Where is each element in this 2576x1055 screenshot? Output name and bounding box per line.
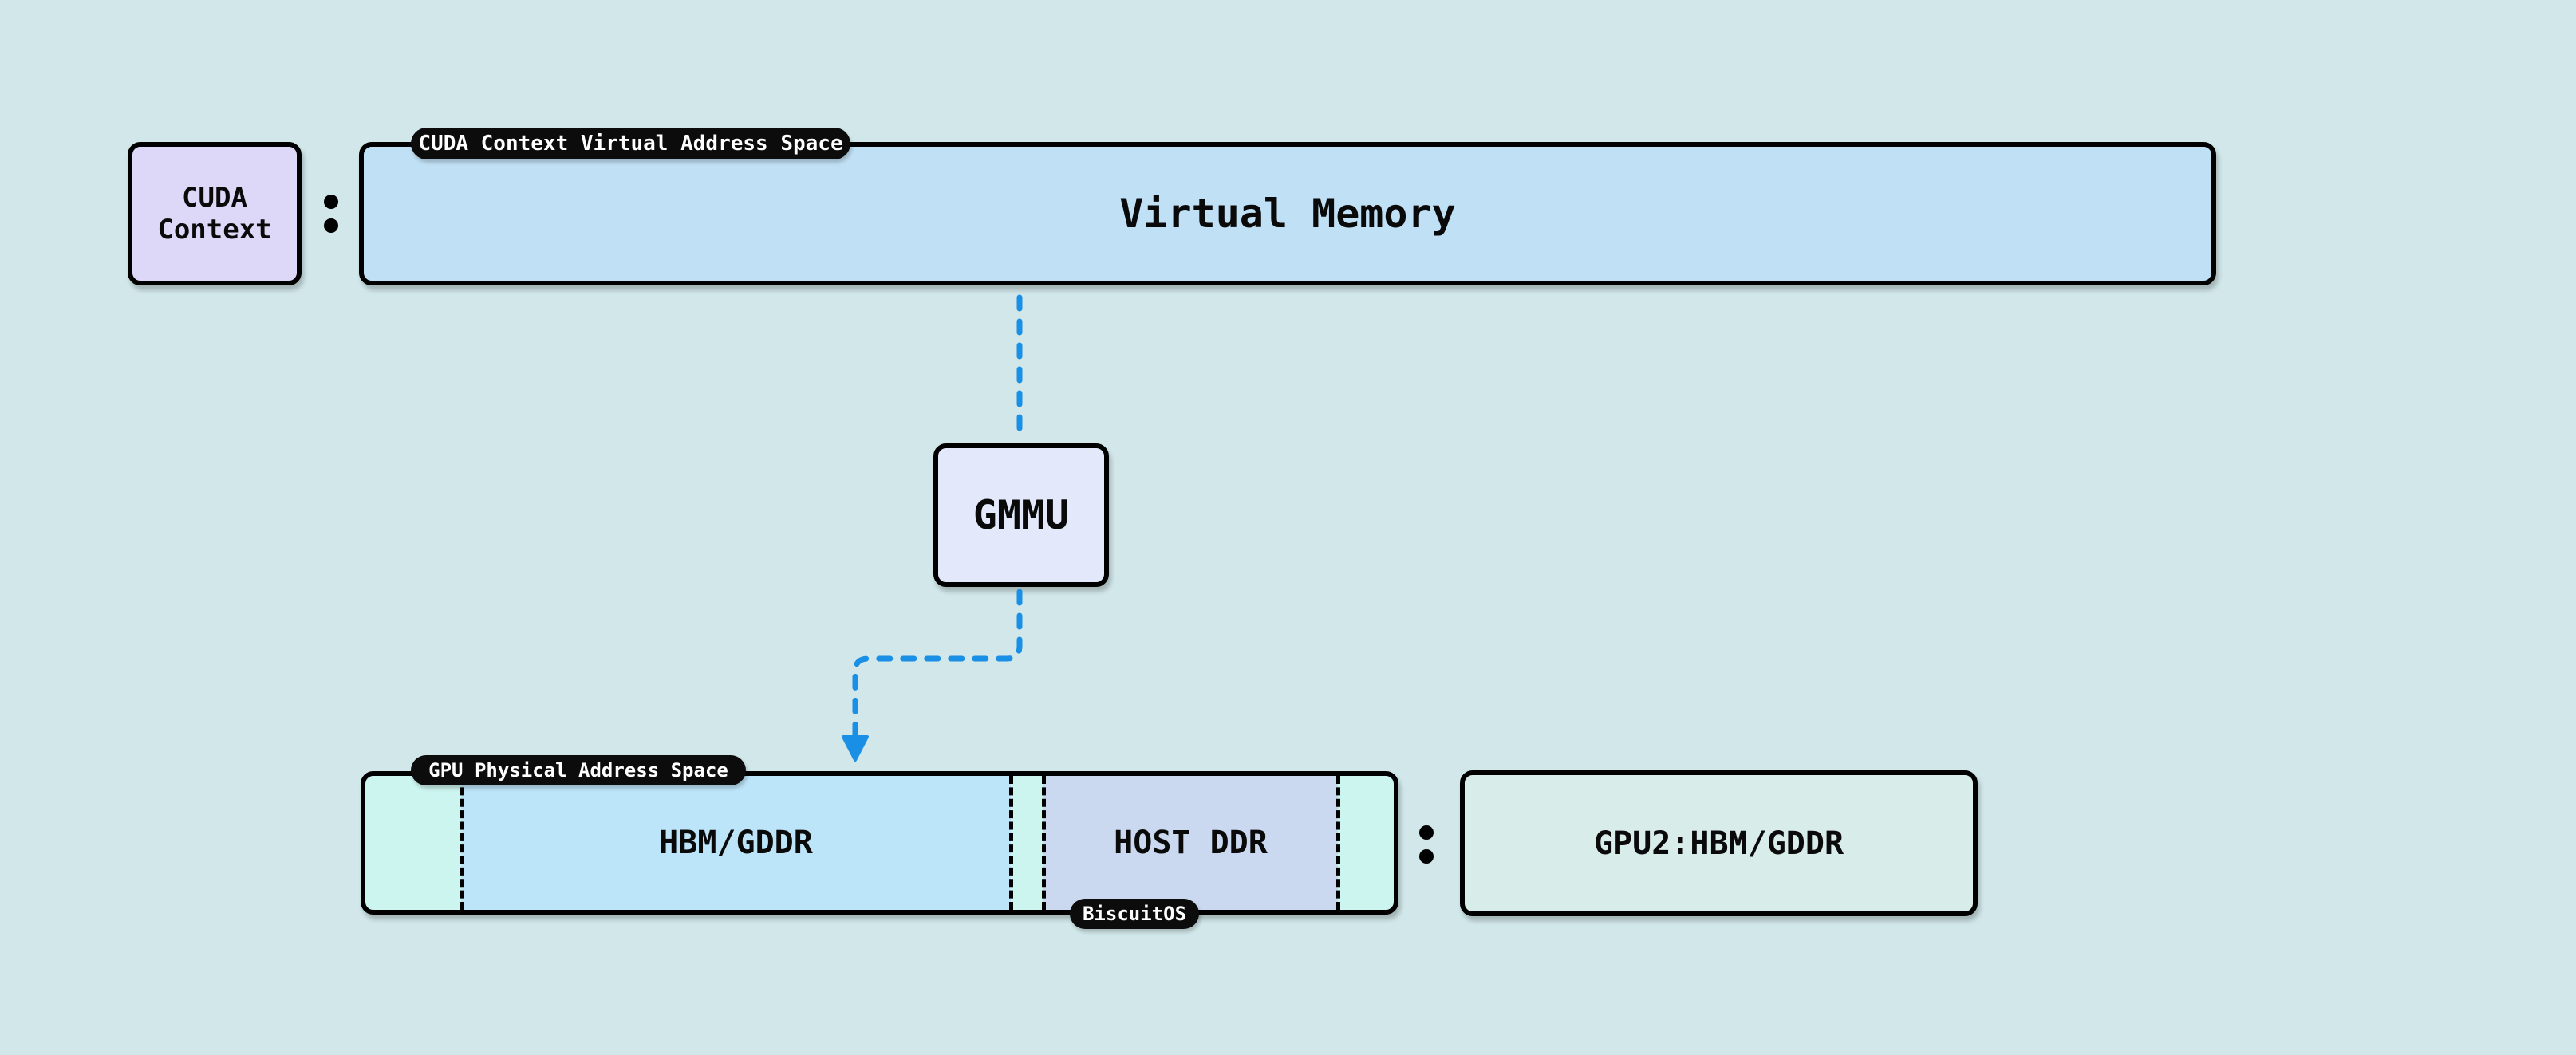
physical-address-space-tag-text: GPU Physical Address Space [428, 759, 728, 781]
virtual-memory-label: Virtual Memory [1119, 191, 1456, 237]
cuda-context-label-line2: Context [157, 214, 272, 246]
physical-address-space-tag: GPU Physical Address Space [411, 755, 746, 785]
gmmu-box: GMMU [933, 443, 1109, 587]
gpu-physical-address-space-box: HBM/GDDR HOST DDR [361, 771, 1398, 915]
gpu2-label: GPU2:HBM/GDDR [1593, 825, 1844, 862]
gpu2-memory-box: GPU2:HBM/GDDR [1460, 770, 1978, 916]
segment-divider [460, 776, 464, 910]
colon-dot [1419, 849, 1434, 864]
virtual-address-space-tag-text: CUDA Context Virtual Address Space [418, 132, 843, 155]
host-ddr-label: HOST DDR [1114, 825, 1268, 861]
colon-dot [324, 218, 338, 233]
connector-gmmu-to-hbm [852, 589, 1023, 741]
arrowhead-icon [842, 735, 869, 762]
virtual-memory-box: Virtual Memory [359, 142, 2216, 285]
virtual-address-space-tag: CUDA Context Virtual Address Space [411, 128, 850, 159]
hbm-gddr-label: HBM/GDDR [659, 825, 813, 861]
cuda-context-label-line1: CUDA [182, 182, 247, 214]
colon-dot [324, 195, 338, 209]
segment-divider [1009, 776, 1013, 910]
biscuitos-tag-text: BiscuitOS [1082, 903, 1187, 925]
hbm-gddr-segment: HBM/GDDR [461, 776, 1011, 910]
segment-divider [1336, 776, 1340, 910]
host-ddr-segment: HOST DDR [1043, 776, 1338, 910]
cuda-context-box: CUDA Context [128, 142, 302, 285]
colon-dot [1419, 825, 1434, 840]
segment-divider [1042, 776, 1046, 910]
biscuitos-tag: BiscuitOS [1070, 899, 1199, 929]
gmmu-label: GMMU [972, 492, 1070, 538]
